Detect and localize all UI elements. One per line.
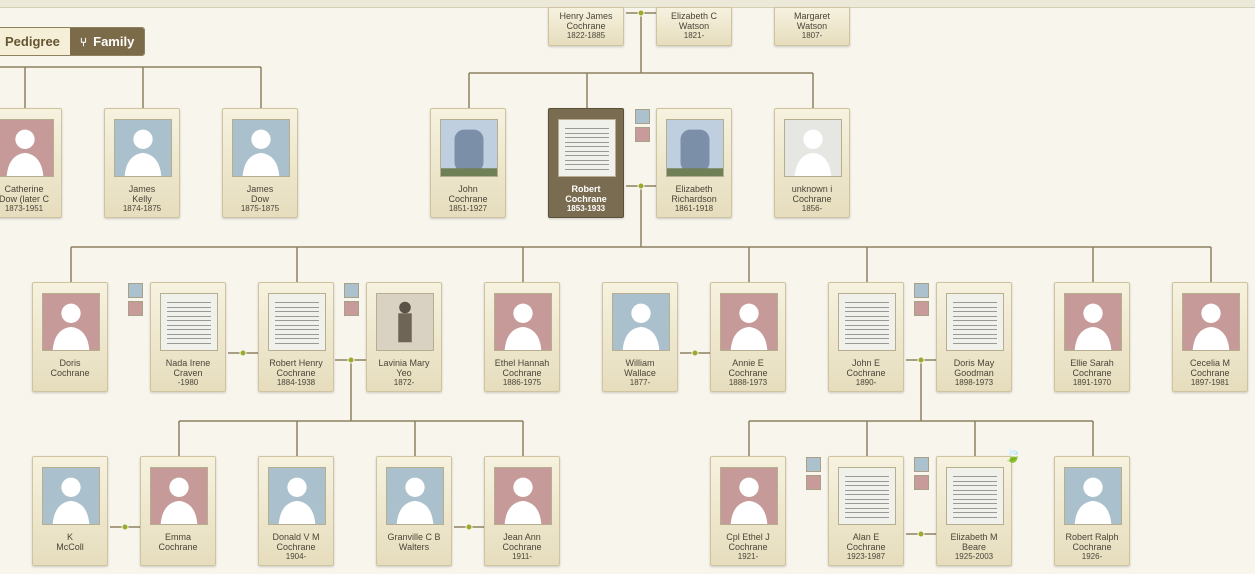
family-view-button[interactable]: ⑂ Family (69, 28, 145, 55)
add-father-icon[interactable] (806, 457, 821, 472)
add-father-icon[interactable] (344, 283, 359, 298)
female-silhouette-icon (720, 467, 778, 525)
female-silhouette-icon (720, 293, 778, 351)
male-silhouette-icon (268, 467, 326, 525)
add-mother-icon[interactable] (344, 301, 359, 316)
document-photo (558, 119, 616, 177)
add-mother-icon[interactable] (914, 301, 929, 316)
add-mother-icon[interactable] (914, 475, 929, 490)
portrait-photo (376, 293, 434, 351)
male-silhouette-icon (612, 293, 670, 351)
document-photo (946, 293, 1004, 351)
male-silhouette-icon (386, 467, 444, 525)
add-father-icon[interactable] (914, 283, 929, 298)
add-mother-icon[interactable] (635, 127, 650, 142)
document-photo (946, 467, 1004, 525)
add-father-icon[interactable] (914, 457, 929, 472)
female-silhouette-icon (494, 293, 552, 351)
male-silhouette-icon (232, 119, 290, 177)
pedigree-label: Pedigree (5, 34, 60, 49)
hint-leaf-icon[interactable]: 🍃 (1004, 447, 1022, 463)
add-mother-icon[interactable] (128, 301, 143, 316)
female-silhouette-icon (0, 119, 54, 177)
view-toggle: Pedigree ⑂ Family (0, 27, 146, 56)
document-photo (268, 293, 326, 351)
female-silhouette-icon (1182, 293, 1240, 351)
gravestone-photo (666, 119, 724, 177)
male-silhouette-icon (114, 119, 172, 177)
female-silhouette-icon (150, 467, 208, 525)
add-father-icon[interactable] (635, 109, 650, 124)
gravestone-photo (440, 119, 498, 177)
male-silhouette-icon (1064, 467, 1122, 525)
female-silhouette-icon (494, 467, 552, 525)
document-photo (838, 467, 896, 525)
top-toolbar-strip (0, 0, 1255, 8)
family-label: Family (93, 34, 135, 49)
add-mother-icon[interactable] (806, 475, 821, 490)
family-tree-icon: ⑂ (79, 34, 88, 49)
pedigree-view-button[interactable]: Pedigree (0, 28, 70, 55)
female-silhouette-icon (42, 293, 100, 351)
unknown-silhouette-icon (784, 119, 842, 177)
document-photo (838, 293, 896, 351)
document-photo (160, 293, 218, 351)
female-silhouette-icon (1064, 293, 1122, 351)
add-father-icon[interactable] (128, 283, 143, 298)
male-silhouette-icon (42, 467, 100, 525)
